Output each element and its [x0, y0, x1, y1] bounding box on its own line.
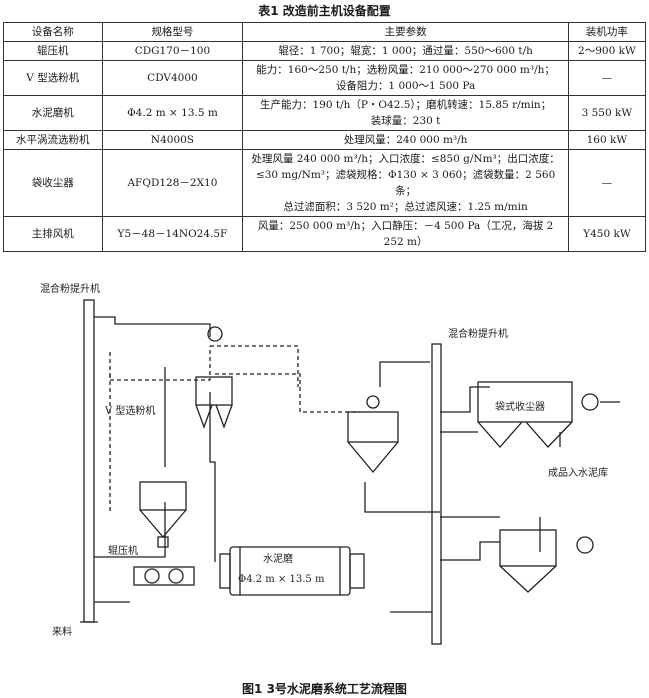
table-row: V 型选粉机 CDV4000 能力：160～250 t/h；选粉风量：210 0… — [3, 60, 647, 96]
lower-separator — [499, 529, 594, 593]
cell-params: 生产能力：190 t/h（P・O42.5）；磨机转速：15.85 r/min； … — [242, 95, 569, 131]
left-elevator — [80, 299, 98, 623]
cell-name: 主排风机 — [3, 216, 103, 252]
cell-params: 能力：160～250 t/h；选粉风量：210 000～270 000 m³/h… — [242, 60, 569, 96]
label-elevator-right: 混合粉提升机 — [448, 327, 508, 340]
material-pipes — [94, 316, 620, 613]
right-elevator — [431, 343, 442, 645]
cell-power: — — [567, 60, 647, 96]
table-row: 水泥磨机 Φ4.2 m × 13.5 m 生产能力：190 t/h（P・O42.… — [3, 95, 647, 131]
label-product: 成品入水泥库 — [548, 466, 608, 479]
label-bag-filter: 袋式收尘器 — [495, 400, 545, 413]
cell-params: 辊径：1 700；辊宽：1 000；通过量：550～600 t/h — [242, 41, 569, 61]
label-raw-feed: 来料 — [52, 625, 72, 638]
cell-model: Φ4.2 m × 13.5 m — [101, 95, 244, 131]
v-separator — [195, 326, 233, 429]
cell-name: 水平涡流选粉机 — [3, 130, 103, 150]
cell-model: AFQD128－2X10 — [101, 149, 244, 217]
label-roller-press: 辊压机 — [108, 544, 138, 557]
label-mill-size: Φ4.2 m × 13.5 m — [238, 574, 325, 585]
table-header-row: 设备名称 规格型号 主要参数 装机功率 — [3, 22, 647, 42]
table-row: 辊压机 CDG170－100 辊径：1 700；辊宽：1 000；通过量：550… — [3, 41, 647, 61]
header-params: 主要参数 — [242, 22, 569, 42]
bag-filter — [477, 381, 599, 448]
header-name: 设备名称 — [3, 22, 103, 42]
label-mill-name: 水泥磨 — [263, 552, 293, 565]
cell-power: Y450 kW — [567, 216, 647, 252]
cell-model: Y5－48－14NO24.5F — [101, 216, 244, 252]
cell-name: V 型选粉机 — [3, 60, 103, 96]
table-row: 水平涡流选粉机 N4000S 处理风量：240 000 m³/h 160 kW — [3, 130, 647, 150]
cell-power: 3 550 kW — [567, 95, 647, 131]
cell-power: 2～900 kW — [567, 41, 647, 61]
process-flow-diagram: 混合粉提升机 混合粉提升机 V 型选粉机 辊压机 来料 水泥磨 Φ4.2 m ×… — [40, 282, 620, 645]
cell-model: N4000S — [101, 130, 244, 150]
label-v-separator: V 型选粉机 — [104, 404, 155, 417]
air-duct-lines — [109, 345, 360, 512]
header-power: 装机功率 — [567, 22, 647, 42]
cell-params: 处理风量 240 000 m³/h；入口浓度：≤850 g/Nm³；出口浓度： … — [242, 149, 569, 217]
cell-model: CDG170－100 — [101, 41, 244, 61]
cell-name: 袋收尘器 — [3, 149, 103, 217]
table-row: 主排风机 Y5－48－14NO24.5F 风量：250 000 m³/h；入口静… — [3, 216, 647, 252]
diagram-labels: 混合粉提升机 混合粉提升机 V 型选粉机 辊压机 来料 水泥磨 Φ4.2 m ×… — [40, 282, 608, 638]
cell-power: — — [567, 149, 647, 217]
cell-name: 水泥磨机 — [3, 95, 103, 131]
cell-params: 风量：250 000 m³/h；入口静压：－4 500 Pa（工况，海拔 2 2… — [242, 216, 569, 252]
table-caption: 表1 改造前主机设备配置 — [258, 4, 391, 18]
cell-model: CDV4000 — [101, 60, 244, 96]
hopper — [139, 481, 187, 548]
cell-power: 160 kW — [567, 130, 647, 150]
figure-caption: 图1 3号水泥磨系统工艺流程图 — [242, 682, 407, 696]
cell-params: 处理风量：240 000 m³/h — [242, 130, 569, 150]
cell-name: 辊压机 — [3, 41, 103, 61]
vortex-separator — [347, 395, 399, 474]
equipment-table: 设备名称 规格型号 主要参数 装机功率 辊压机 CDG170－100 辊径：1 … — [3, 22, 647, 252]
cement-mill — [219, 546, 365, 596]
header-model: 规格型号 — [101, 22, 244, 42]
table-row: 袋收尘器 AFQD128－2X10 处理风量 240 000 m³/h；入口浓度… — [3, 149, 647, 217]
roller-press — [133, 566, 195, 586]
label-elevator-left: 混合粉提升机 — [40, 282, 100, 295]
